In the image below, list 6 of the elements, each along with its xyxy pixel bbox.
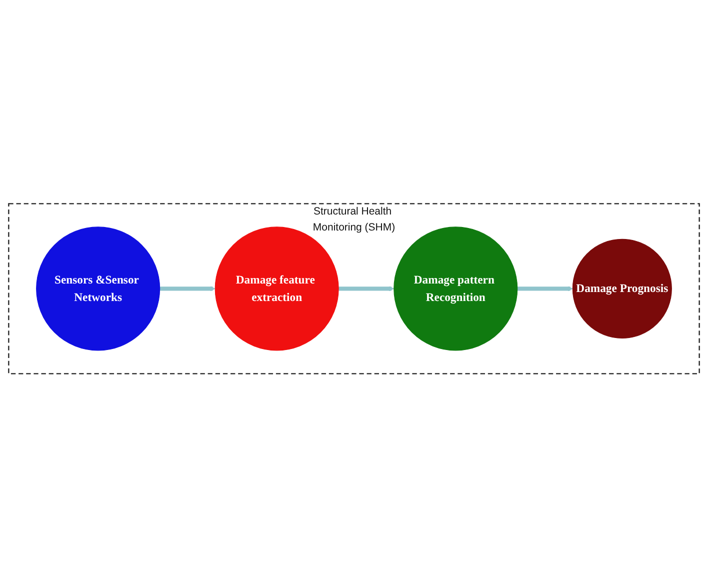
node-circle: Sensors &Sensor Networks [36, 226, 160, 351]
arrow [517, 286, 573, 292]
arrow [160, 286, 216, 292]
node-circle: Damage pattern Recognition [394, 226, 518, 351]
arrow [338, 286, 394, 292]
node-circle: Damage Prognosis [572, 238, 672, 338]
